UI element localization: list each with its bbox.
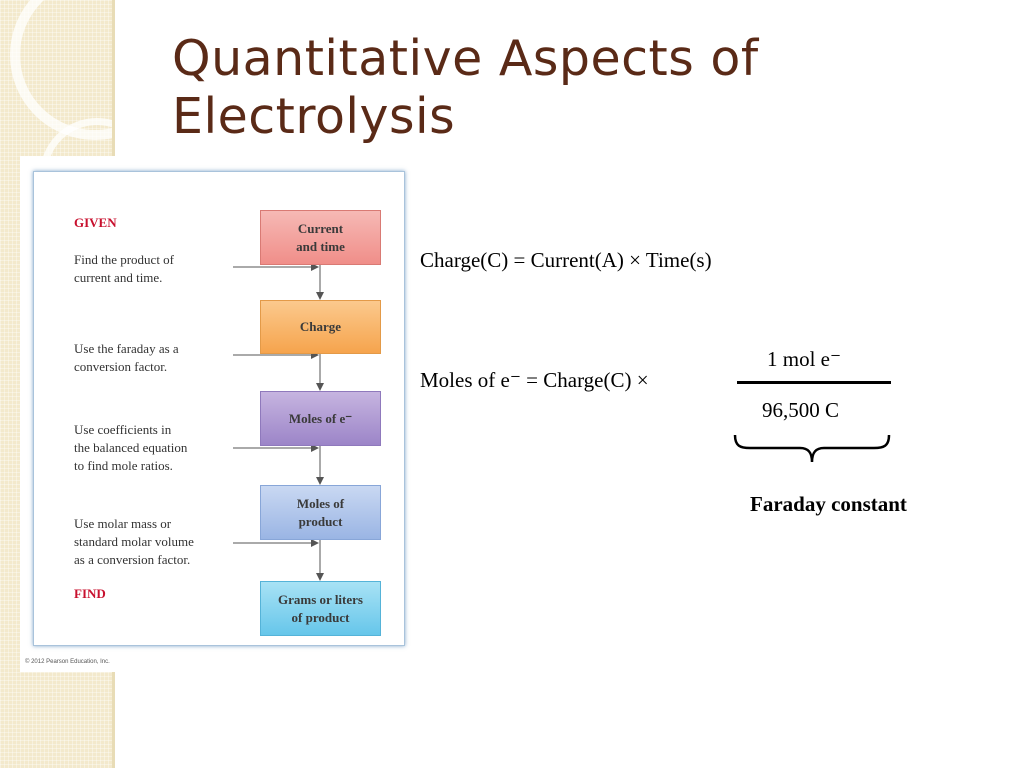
step-label-line: Use molar mass or: [74, 516, 172, 531]
copyright-notice: © 2012 Pearson Education, Inc.: [25, 659, 110, 665]
flow-box-moles-of-product: Moles of product: [260, 485, 381, 540]
step-label-line: standard molar volume: [74, 534, 194, 549]
moles-equation: Moles of e⁻ = Charge(C) ×: [420, 368, 649, 392]
find-label: FIND: [74, 586, 106, 601]
step-label-line: to find mole ratios.: [74, 458, 173, 473]
fraction-bar: [737, 381, 891, 384]
slide-title-line1: Quantitative Aspects of: [172, 30, 759, 87]
fraction-denominator: 96,500 C: [762, 398, 840, 422]
slide-title-line2: Electrolysis: [172, 88, 456, 145]
flowchart-panel: GIVEN Find the product of current and ti…: [33, 171, 405, 646]
flowchart-arrows: [233, 263, 324, 581]
flow-box-line: Charge: [299, 319, 342, 334]
flow-box-line: product: [298, 513, 343, 529]
step-label-line: conversion factor.: [74, 359, 168, 374]
flow-box-line: Grams or liters: [278, 591, 363, 607]
step-label-line: Find the product of: [74, 252, 175, 267]
flow-box-line: of product: [291, 609, 350, 625]
flow-box-grams-or-liters: Grams or liters of product: [260, 581, 381, 636]
flow-box-current-and-time: Current and time: [260, 210, 381, 265]
faraday-constant-label: Faraday constant: [750, 492, 907, 516]
step-label-line: Use coefficients in: [74, 422, 172, 437]
step-label-1: Find the product of current and time.: [74, 251, 174, 287]
flow-box-line: Moles of: [296, 495, 345, 511]
flowchart-figure: GIVEN Find the product of current and ti…: [20, 156, 412, 672]
flow-box-line: Current: [297, 220, 344, 236]
step-label-line: Use the faraday as a: [74, 341, 179, 356]
given-label: GIVEN: [74, 215, 117, 230]
step-label-line: the balanced equation: [74, 440, 188, 455]
flow-box-line: Moles of e⁻: [288, 410, 353, 426]
step-label-4: Use molar mass or standard molar volume …: [74, 515, 194, 569]
step-label-line: as a conversion factor.: [74, 552, 191, 567]
step-label-2: Use the faraday as a conversion factor.: [74, 340, 179, 376]
charge-equation: Charge(C) = Current(A) × Time(s): [420, 248, 712, 272]
curly-brace: [733, 434, 891, 463]
step-label-3: Use coefficients in the balanced equatio…: [74, 421, 187, 475]
flow-box-moles-of-electrons: Moles of e⁻: [260, 391, 381, 446]
slide-title: Quantitative Aspects of Electrolysis: [172, 30, 759, 146]
flow-box-line: and time: [296, 238, 345, 254]
step-label-line: current and time.: [74, 270, 163, 285]
flow-box-charge: Charge: [260, 300, 381, 354]
fraction-numerator: 1 mol e⁻: [767, 347, 842, 371]
